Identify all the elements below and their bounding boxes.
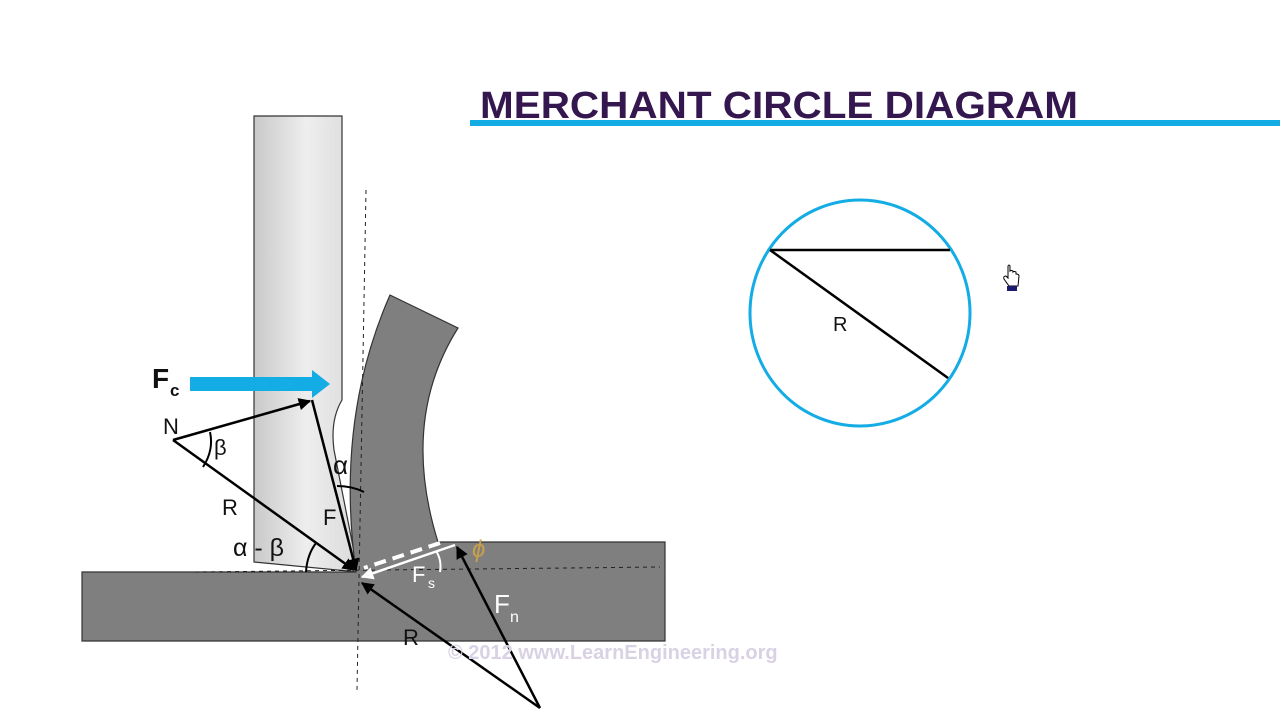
f-label: F [323, 505, 336, 530]
fc-label-sub: c [170, 381, 179, 400]
beta-label: β [214, 435, 227, 460]
title-underline [470, 120, 1280, 126]
f-vector [310, 399, 360, 572]
n-vector [172, 398, 312, 442]
horizontal-reference-line [194, 566, 661, 573]
shear-plane-dashed [363, 541, 441, 570]
r-left-label: R [222, 495, 238, 520]
circle-diameter-r [769, 248, 949, 380]
alpha-arc [336, 485, 365, 493]
n-label: N [163, 414, 179, 439]
fn-label-sub: n [510, 609, 519, 626]
fc-label: F [152, 363, 169, 394]
circle-r-label: R [833, 314, 847, 336]
cutting-tool [253, 115, 359, 573]
fc-arrow-head [312, 370, 330, 398]
workpiece-and-chip [81, 294, 666, 642]
phi-label: ϕ [472, 536, 485, 563]
fs-vector [360, 543, 456, 580]
alpha-minus-beta-label: α - β [233, 534, 284, 562]
fn-label: F [494, 589, 510, 619]
fs-label-sub: s [428, 575, 435, 591]
fs-label: F [412, 562, 425, 587]
merchant-circle [748, 198, 972, 428]
phi-arc [435, 550, 442, 573]
fn-vector [455, 545, 542, 709]
alpha-label: α [333, 450, 348, 480]
alpha-beta-arc [305, 542, 317, 573]
watermark: © 2012 www.LearnEngineering.org [448, 642, 778, 664]
r-vector-left [172, 438, 356, 572]
r-vector-bottom [360, 581, 541, 710]
vertical-reference-line [356, 189, 367, 691]
hand-pointer-icon [1003, 264, 1020, 291]
r-bottom-label: R [403, 625, 419, 650]
beta-arc [202, 431, 213, 468]
